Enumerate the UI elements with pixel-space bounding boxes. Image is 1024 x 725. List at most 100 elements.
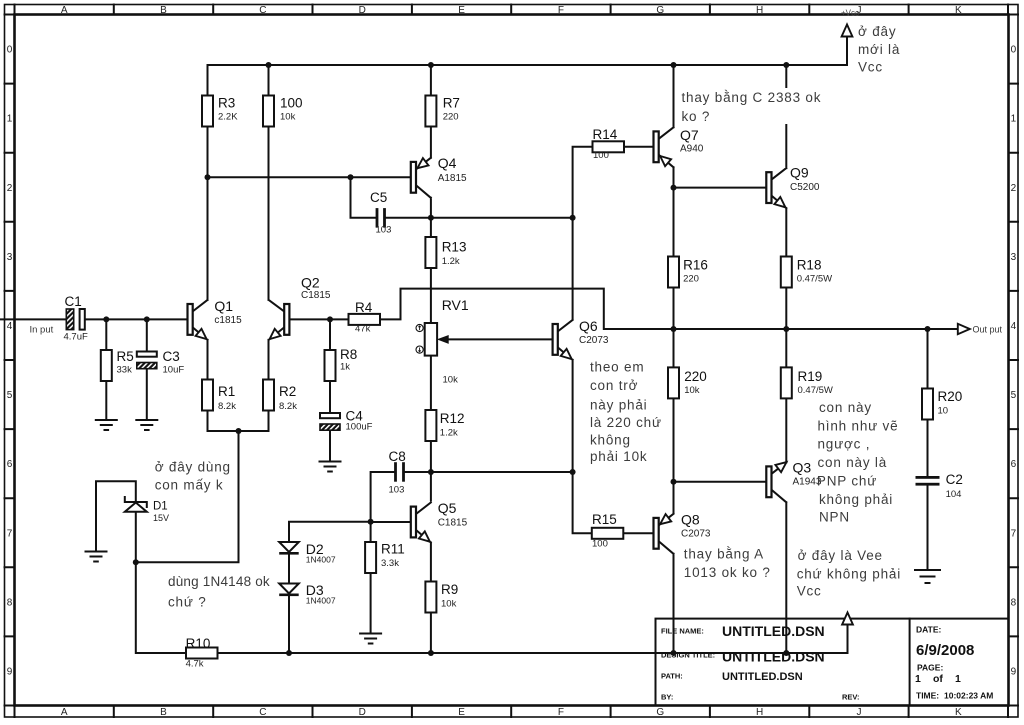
svg-text:R9: R9 (441, 582, 458, 597)
svg-text:220: 220 (684, 369, 707, 384)
svg-text:chứ ?: chứ ? (168, 595, 207, 610)
svg-text:8: 8 (1011, 597, 1017, 608)
svg-text:7: 7 (7, 528, 13, 539)
svg-text:1: 1 (955, 673, 961, 685)
svg-text:R1: R1 (218, 384, 235, 399)
svg-text:1N4007: 1N4007 (306, 555, 336, 565)
svg-text:C: C (259, 707, 266, 718)
svg-text:In put: In put (30, 325, 54, 336)
svg-text:220: 220 (443, 112, 459, 123)
svg-text:hình như vẽ: hình như vẽ (818, 419, 899, 434)
svg-text:R20: R20 (938, 389, 963, 404)
svg-text:1k: 1k (340, 362, 350, 373)
svg-text:2: 2 (7, 183, 13, 194)
svg-text:R13: R13 (442, 240, 467, 255)
svg-text:J: J (857, 707, 862, 718)
svg-text:C5200: C5200 (790, 182, 820, 193)
svg-text:7: 7 (1011, 528, 1017, 539)
svg-text:100: 100 (593, 150, 609, 161)
svg-text:Vcc: Vcc (858, 60, 883, 75)
svg-text:R2: R2 (279, 384, 296, 399)
svg-text:3: 3 (7, 252, 13, 263)
svg-text:FILE NAME:: FILE NAME: (661, 627, 704, 636)
svg-text:E: E (458, 5, 465, 16)
svg-text:con này: con này (819, 400, 872, 415)
svg-text:con trở: con trở (590, 378, 638, 393)
svg-text:DESIGN TITLE:: DESIGN TITLE: (661, 651, 715, 660)
svg-text:1N4007: 1N4007 (306, 596, 336, 606)
svg-text:100uF: 100uF (346, 422, 373, 433)
svg-text:220: 220 (683, 274, 699, 285)
svg-text:R5: R5 (117, 349, 134, 364)
svg-text:10k: 10k (684, 385, 700, 396)
svg-text:K: K (955, 5, 962, 16)
svg-text:4: 4 (7, 321, 13, 332)
svg-text:2: 2 (1011, 183, 1017, 194)
svg-text:10uF: 10uF (163, 365, 185, 376)
svg-text:R18: R18 (797, 258, 822, 273)
svg-text:9: 9 (7, 667, 13, 678)
svg-text:K: K (955, 707, 962, 718)
svg-text:0: 0 (7, 45, 13, 56)
svg-text:F: F (558, 707, 564, 718)
svg-text:R12: R12 (440, 411, 465, 426)
svg-text:3.3k: 3.3k (381, 558, 399, 569)
svg-text:UNTITLED.DSN: UNTITLED.DSN (722, 623, 825, 639)
svg-text:8.2k: 8.2k (279, 401, 297, 412)
svg-text:D3: D3 (306, 582, 324, 598)
svg-text:A1815: A1815 (438, 173, 467, 184)
svg-text:4.7uF: 4.7uF (64, 332, 88, 343)
svg-text:D: D (359, 707, 366, 718)
svg-text:R19: R19 (798, 369, 823, 384)
svg-text:ở đây: ở đây (858, 24, 896, 39)
svg-text:R11: R11 (381, 542, 405, 557)
svg-text:G: G (656, 707, 664, 718)
svg-text:BY:: BY: (661, 693, 673, 702)
svg-text:1.2k: 1.2k (440, 428, 458, 439)
svg-text:UNTITLED.DSN: UNTITLED.DSN (722, 649, 825, 665)
svg-text:5: 5 (1011, 390, 1017, 401)
svg-text:H: H (756, 5, 763, 16)
svg-text:8.2k: 8.2k (218, 401, 236, 412)
svg-text:100: 100 (280, 96, 303, 111)
svg-text:Q5: Q5 (438, 500, 457, 516)
svg-text:J: J (857, 5, 862, 16)
svg-text:PATH:: PATH: (661, 672, 683, 681)
svg-text:Q2: Q2 (301, 275, 320, 291)
svg-text:10:02:23 AM: 10:02:23 AM (944, 691, 993, 701)
svg-text:không phải: không phải (819, 492, 893, 507)
svg-text:phải 10k: phải 10k (590, 449, 647, 464)
svg-text:Q7: Q7 (680, 127, 699, 143)
svg-text:Q8: Q8 (681, 512, 700, 528)
svg-text:A940: A940 (680, 144, 704, 155)
svg-text:6/9/2008: 6/9/2008 (916, 642, 974, 659)
svg-text:chứ không phải: chứ không phải (797, 567, 901, 582)
svg-text:4: 4 (1011, 321, 1017, 332)
svg-text:R3: R3 (218, 96, 235, 111)
svg-text:6: 6 (1011, 459, 1017, 470)
svg-text:C8: C8 (389, 449, 406, 464)
svg-text:of: of (933, 673, 943, 685)
svg-text:D2: D2 (306, 541, 324, 557)
svg-text:B: B (160, 707, 167, 718)
svg-text:B: B (160, 5, 167, 16)
svg-text:PNP chứ: PNP chứ (817, 474, 877, 489)
svg-text:không: không (590, 433, 631, 448)
svg-text:6: 6 (7, 459, 13, 470)
svg-text:Q3: Q3 (793, 460, 812, 476)
svg-text:9: 9 (1011, 667, 1017, 678)
svg-text:103: 103 (376, 225, 392, 236)
svg-text:47k: 47k (355, 324, 371, 335)
svg-text:UNTITLED.DSN: UNTITLED.DSN (722, 671, 803, 683)
svg-text:1: 1 (915, 673, 921, 685)
svg-text:3: 3 (1011, 252, 1017, 263)
svg-text:ko ?: ko ? (682, 109, 711, 124)
svg-text:C1815: C1815 (301, 290, 331, 301)
svg-text:A: A (61, 707, 68, 718)
svg-text:mới là: mới là (858, 42, 900, 57)
svg-text:10k: 10k (443, 375, 459, 386)
svg-text:REV:: REV: (842, 693, 860, 702)
svg-text:này phải: này phải (590, 398, 647, 413)
svg-text:C: C (259, 5, 266, 16)
svg-text:10k: 10k (441, 599, 457, 610)
